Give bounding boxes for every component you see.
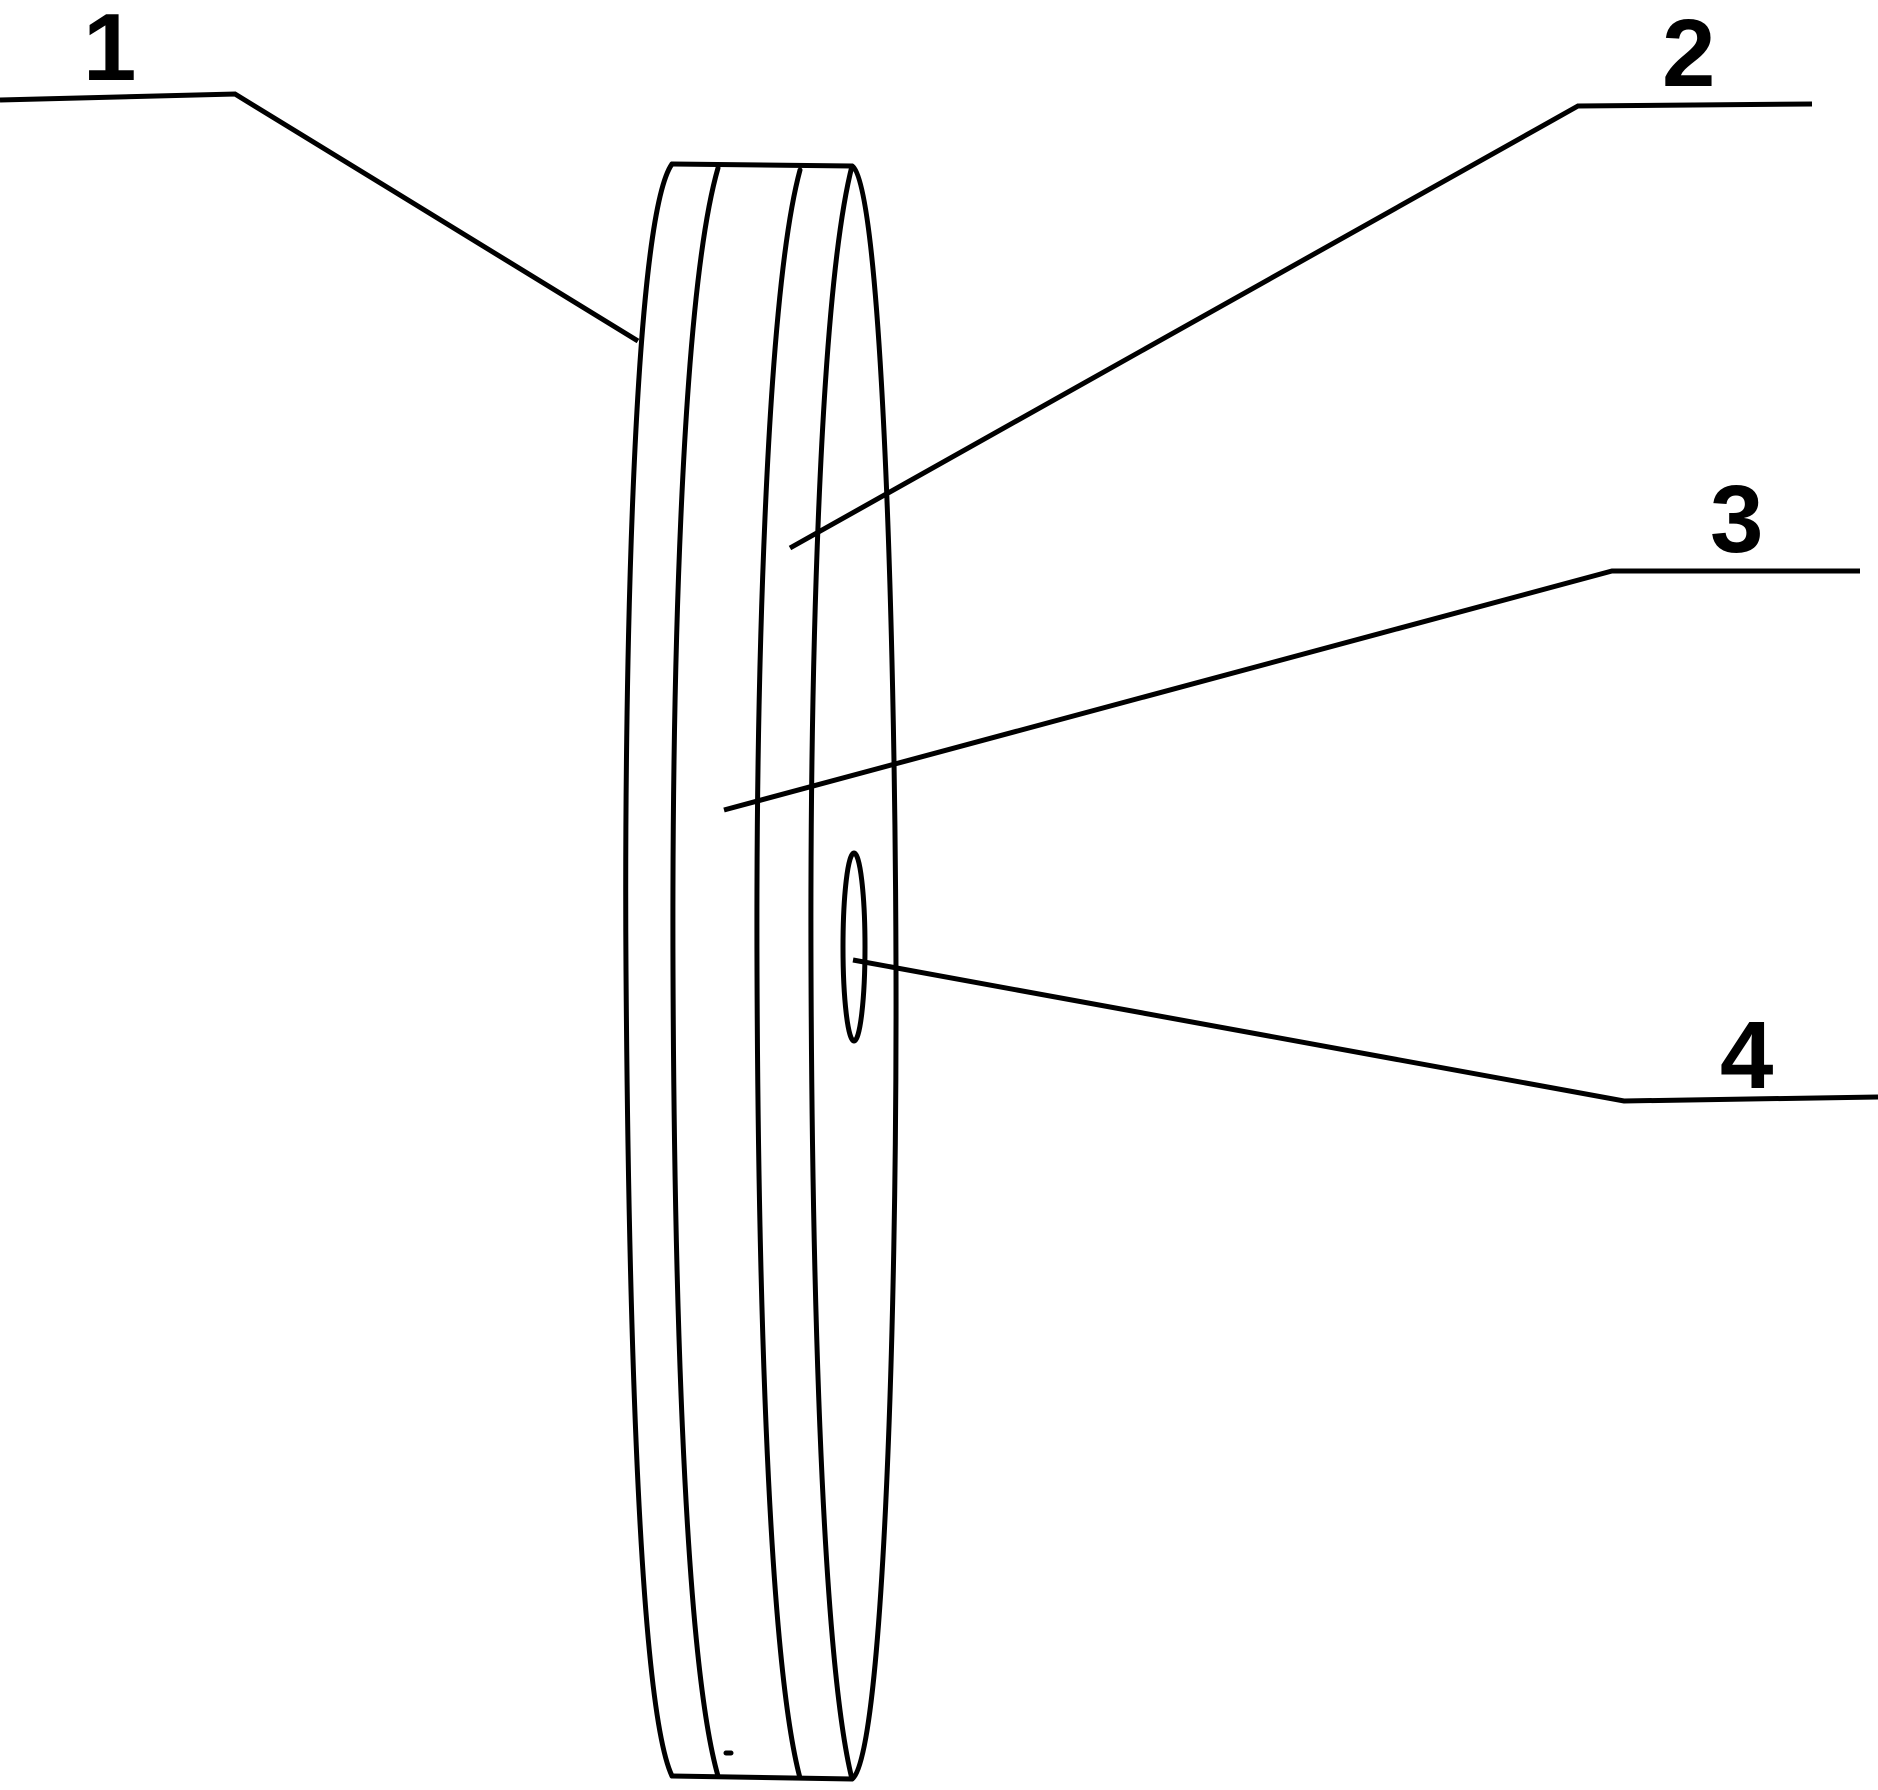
disc-bottom-edge (669, 1773, 855, 1782)
callout-label-3: 3 (1710, 466, 1763, 573)
outer-rim-back-curve (623, 161, 675, 1779)
leader-line-1 (0, 91, 640, 344)
leader-lines (0, 91, 1878, 1104)
middle-band-left-curve (754, 167, 803, 1781)
leader-line-3 (723, 568, 1860, 813)
callout-label-2: 2 (1662, 0, 1715, 107)
callout-label-1: 1 (83, 0, 136, 101)
disc-body (623, 161, 899, 1782)
callout-label-4: 4 (1720, 1002, 1773, 1109)
outer-rim-inner-curve (670, 165, 721, 1779)
callout-labels: 1 2 3 4 (83, 0, 1773, 1109)
center-hole (840, 850, 868, 1044)
front-face-outer-curve (849, 163, 899, 1782)
disc-top-edge (669, 161, 855, 169)
leader-line-2 (788, 101, 1813, 551)
middle-band-right-curve (808, 163, 855, 1782)
leader-line-4 (852, 957, 1878, 1104)
